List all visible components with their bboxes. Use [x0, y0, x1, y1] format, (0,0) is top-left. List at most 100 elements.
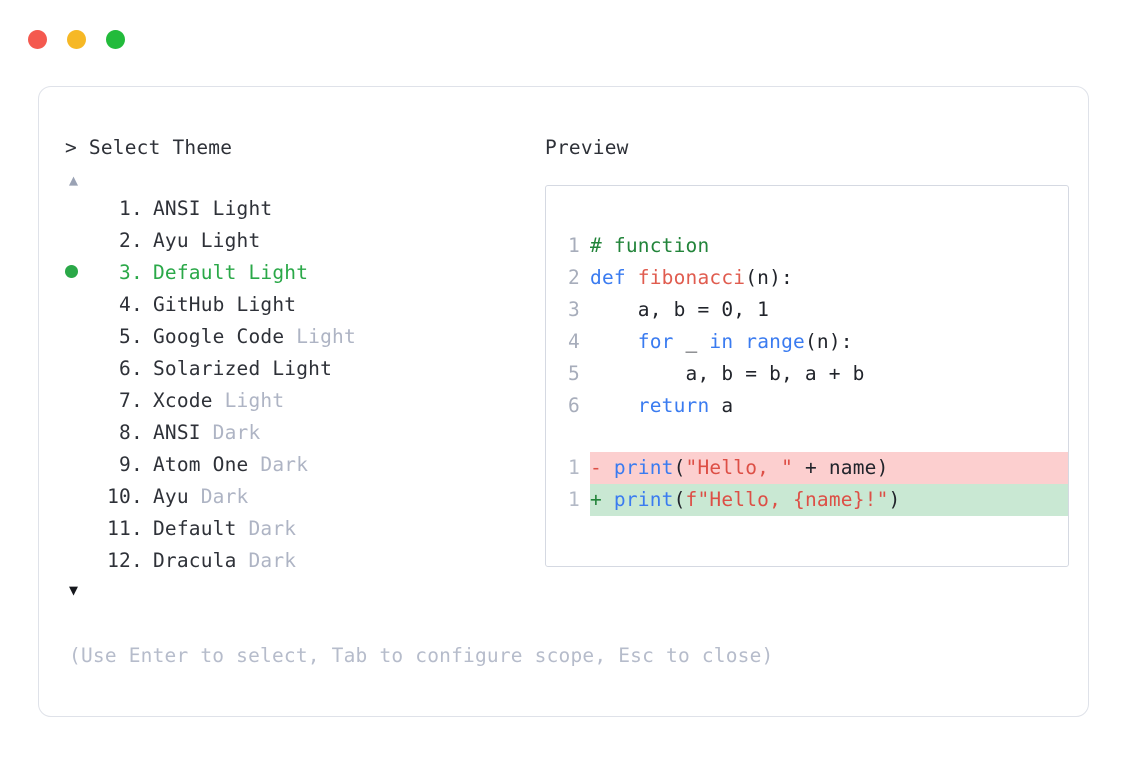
theme-item-index-dot: . — [131, 549, 143, 572]
theme-list-item[interactable]: 9. Atom One Dark — [65, 449, 535, 481]
theme-item-name: Xcode — [152, 389, 225, 412]
theme-item-index-dot: . — [131, 453, 143, 476]
code-token-plain: _ — [673, 330, 710, 353]
theme-item-mode-label: Light — [212, 197, 273, 220]
theme-list-item[interactable]: 2.Ayu Light — [65, 225, 535, 257]
theme-list-item[interactable]: 7.Xcode Light — [65, 385, 535, 417]
theme-item-name: Solarized — [152, 357, 273, 380]
theme-item-index: 9 — [107, 453, 131, 476]
theme-list-item[interactable]: 8.ANSI Dark — [65, 417, 535, 449]
diff-line-number: 1 — [568, 456, 580, 479]
code-preview-panel: 1 # function 2 def fibonacci(n): 3 a, b = 0,… — [545, 185, 1069, 567]
theme-list: 1.ANSI Light 2.Ayu Light 3.Default Light… — [65, 193, 535, 577]
window-controls — [28, 30, 125, 49]
diff-block: 1- print("Hello, " + name)1+ print(f"Hel… — [546, 452, 1068, 516]
diff-line-number: 1 — [568, 488, 580, 511]
code-token-keyword: def — [590, 266, 638, 289]
code-line: 5 a, b = b, a + b — [546, 358, 1068, 390]
minimize-window-button[interactable] — [67, 30, 86, 49]
theme-item-name: ANSI — [152, 421, 213, 444]
code-token-plain: (n): — [745, 266, 793, 289]
code-line-number: 5 — [568, 362, 580, 385]
theme-item-mode-label: Light — [272, 357, 333, 380]
code-line-number: 4 — [568, 330, 580, 353]
theme-item-index: 11 — [107, 517, 131, 540]
theme-list-item[interactable]: 10.Ayu Dark — [65, 481, 535, 513]
code-line-text: a, b = 0, 1 — [590, 294, 1068, 326]
scroll-down-indicator-icon[interactable]: ▼ — [69, 581, 79, 599]
scroll-up-indicator-icon[interactable]: ▲ — [69, 171, 79, 189]
theme-item-name: Ayu — [152, 229, 201, 252]
theme-list-item[interactable]: 1. ANSI Light — [65, 193, 535, 225]
theme-item-name: GitHub — [152, 293, 237, 316]
code-token-string: "Hello, " — [685, 456, 794, 479]
theme-item-index-dot: . — [131, 197, 143, 220]
theme-item-index: 12 — [107, 549, 131, 572]
code-line-text: for _ in range(n): — [590, 326, 1068, 358]
code-line-text: return a — [590, 390, 1068, 422]
code-token-plain: ) — [888, 488, 901, 511]
theme-item-mode-label: Dark — [248, 549, 297, 572]
code-token-keyword: return — [637, 394, 710, 417]
page-title: > Select Theme — [65, 133, 535, 163]
code-line-number: 1 — [568, 234, 580, 257]
theme-list-item[interactable]: 12.Dracula Dark — [65, 545, 535, 577]
theme-item-index: 2 — [107, 229, 131, 252]
code-line-number: 2 — [568, 266, 580, 289]
code-line: 4 for _ in range(n): — [546, 326, 1068, 358]
code-token-comment: # function — [590, 234, 710, 257]
code-token-func: fibonacci — [637, 266, 746, 289]
theme-list-item[interactable]: 6. Solarized Light — [65, 353, 535, 385]
theme-list-item[interactable]: 5.Google Code Light — [65, 321, 535, 353]
theme-item-mode-label: Light — [200, 229, 261, 252]
theme-item-index-dot: . — [131, 325, 143, 348]
page-title-text: Select Theme — [88, 136, 233, 159]
diff-marker-add: + — [590, 488, 614, 511]
diff-marker-del: - — [590, 456, 614, 479]
theme-list-item[interactable]: 4.GitHub Light — [65, 289, 535, 321]
theme-item-index: 8 — [107, 421, 131, 444]
code-token-plain: + name) — [793, 456, 889, 479]
theme-item-index: 6 — [107, 357, 131, 380]
code-line: 3 a, b = 0, 1 — [546, 294, 1068, 326]
theme-list-item[interactable]: 11. Default Dark — [65, 513, 535, 545]
theme-item-mode-label: Dark — [200, 485, 249, 508]
code-line: 2 def fibonacci(n): — [546, 262, 1068, 294]
theme-item-mode-label: Dark — [260, 453, 309, 476]
theme-item-mode-label: Light — [296, 325, 356, 348]
code-token-builtin: print — [613, 456, 674, 479]
theme-item-mode-label: Light — [248, 261, 309, 284]
theme-list-item[interactable]: 3.Default Light — [65, 257, 535, 289]
theme-item-index: 4 — [107, 293, 131, 316]
code-line-number: 6 — [568, 394, 580, 417]
code-token-plain: a — [709, 394, 734, 417]
code-line: 1 # function — [546, 230, 1068, 262]
code-token-builtin: print — [613, 488, 674, 511]
theme-item-name: Default — [152, 517, 249, 540]
code-token-plain: ( — [673, 456, 686, 479]
theme-item-mode-label: Light — [236, 293, 297, 316]
theme-item-name: ANSI — [152, 197, 213, 220]
diff-line-add: 1 + print(f"Hello, {name}!") — [546, 484, 1068, 516]
maximize-window-button[interactable] — [106, 30, 125, 49]
selected-bullet-icon — [65, 257, 93, 289]
theme-item-name: Ayu — [152, 485, 201, 508]
selected-dot — [65, 265, 78, 278]
theme-item-mode-label: Dark — [248, 517, 297, 540]
diff-line-body: + print(f"Hello, {name}!") — [590, 484, 1068, 516]
theme-item-index: 10 — [107, 485, 131, 508]
close-window-button[interactable] — [28, 30, 47, 49]
code-line-text: # function — [590, 230, 1068, 262]
theme-item-name: Atom One — [152, 453, 261, 476]
code-token-plain — [590, 330, 638, 353]
code-line-text: a, b = b, a + b — [590, 358, 1068, 390]
code-line-number: 3 — [568, 298, 580, 321]
theme-item-index-dot: . — [131, 357, 143, 380]
theme-list-column: > Select Theme ▲ 1.ANSI Light 2.Ayu Ligh… — [65, 133, 535, 601]
theme-item-index: 1 — [107, 197, 131, 220]
theme-item-name: Google Code — [152, 325, 297, 348]
keyboard-hint: (Use Enter to select, Tab to configure s… — [69, 644, 774, 667]
theme-item-index-dot: . — [131, 517, 143, 540]
code-token-string: f"Hello, {name}!" — [685, 488, 889, 511]
code-block: 1 # function 2 def fibonacci(n): 3 a, b = 0,… — [546, 230, 1068, 422]
